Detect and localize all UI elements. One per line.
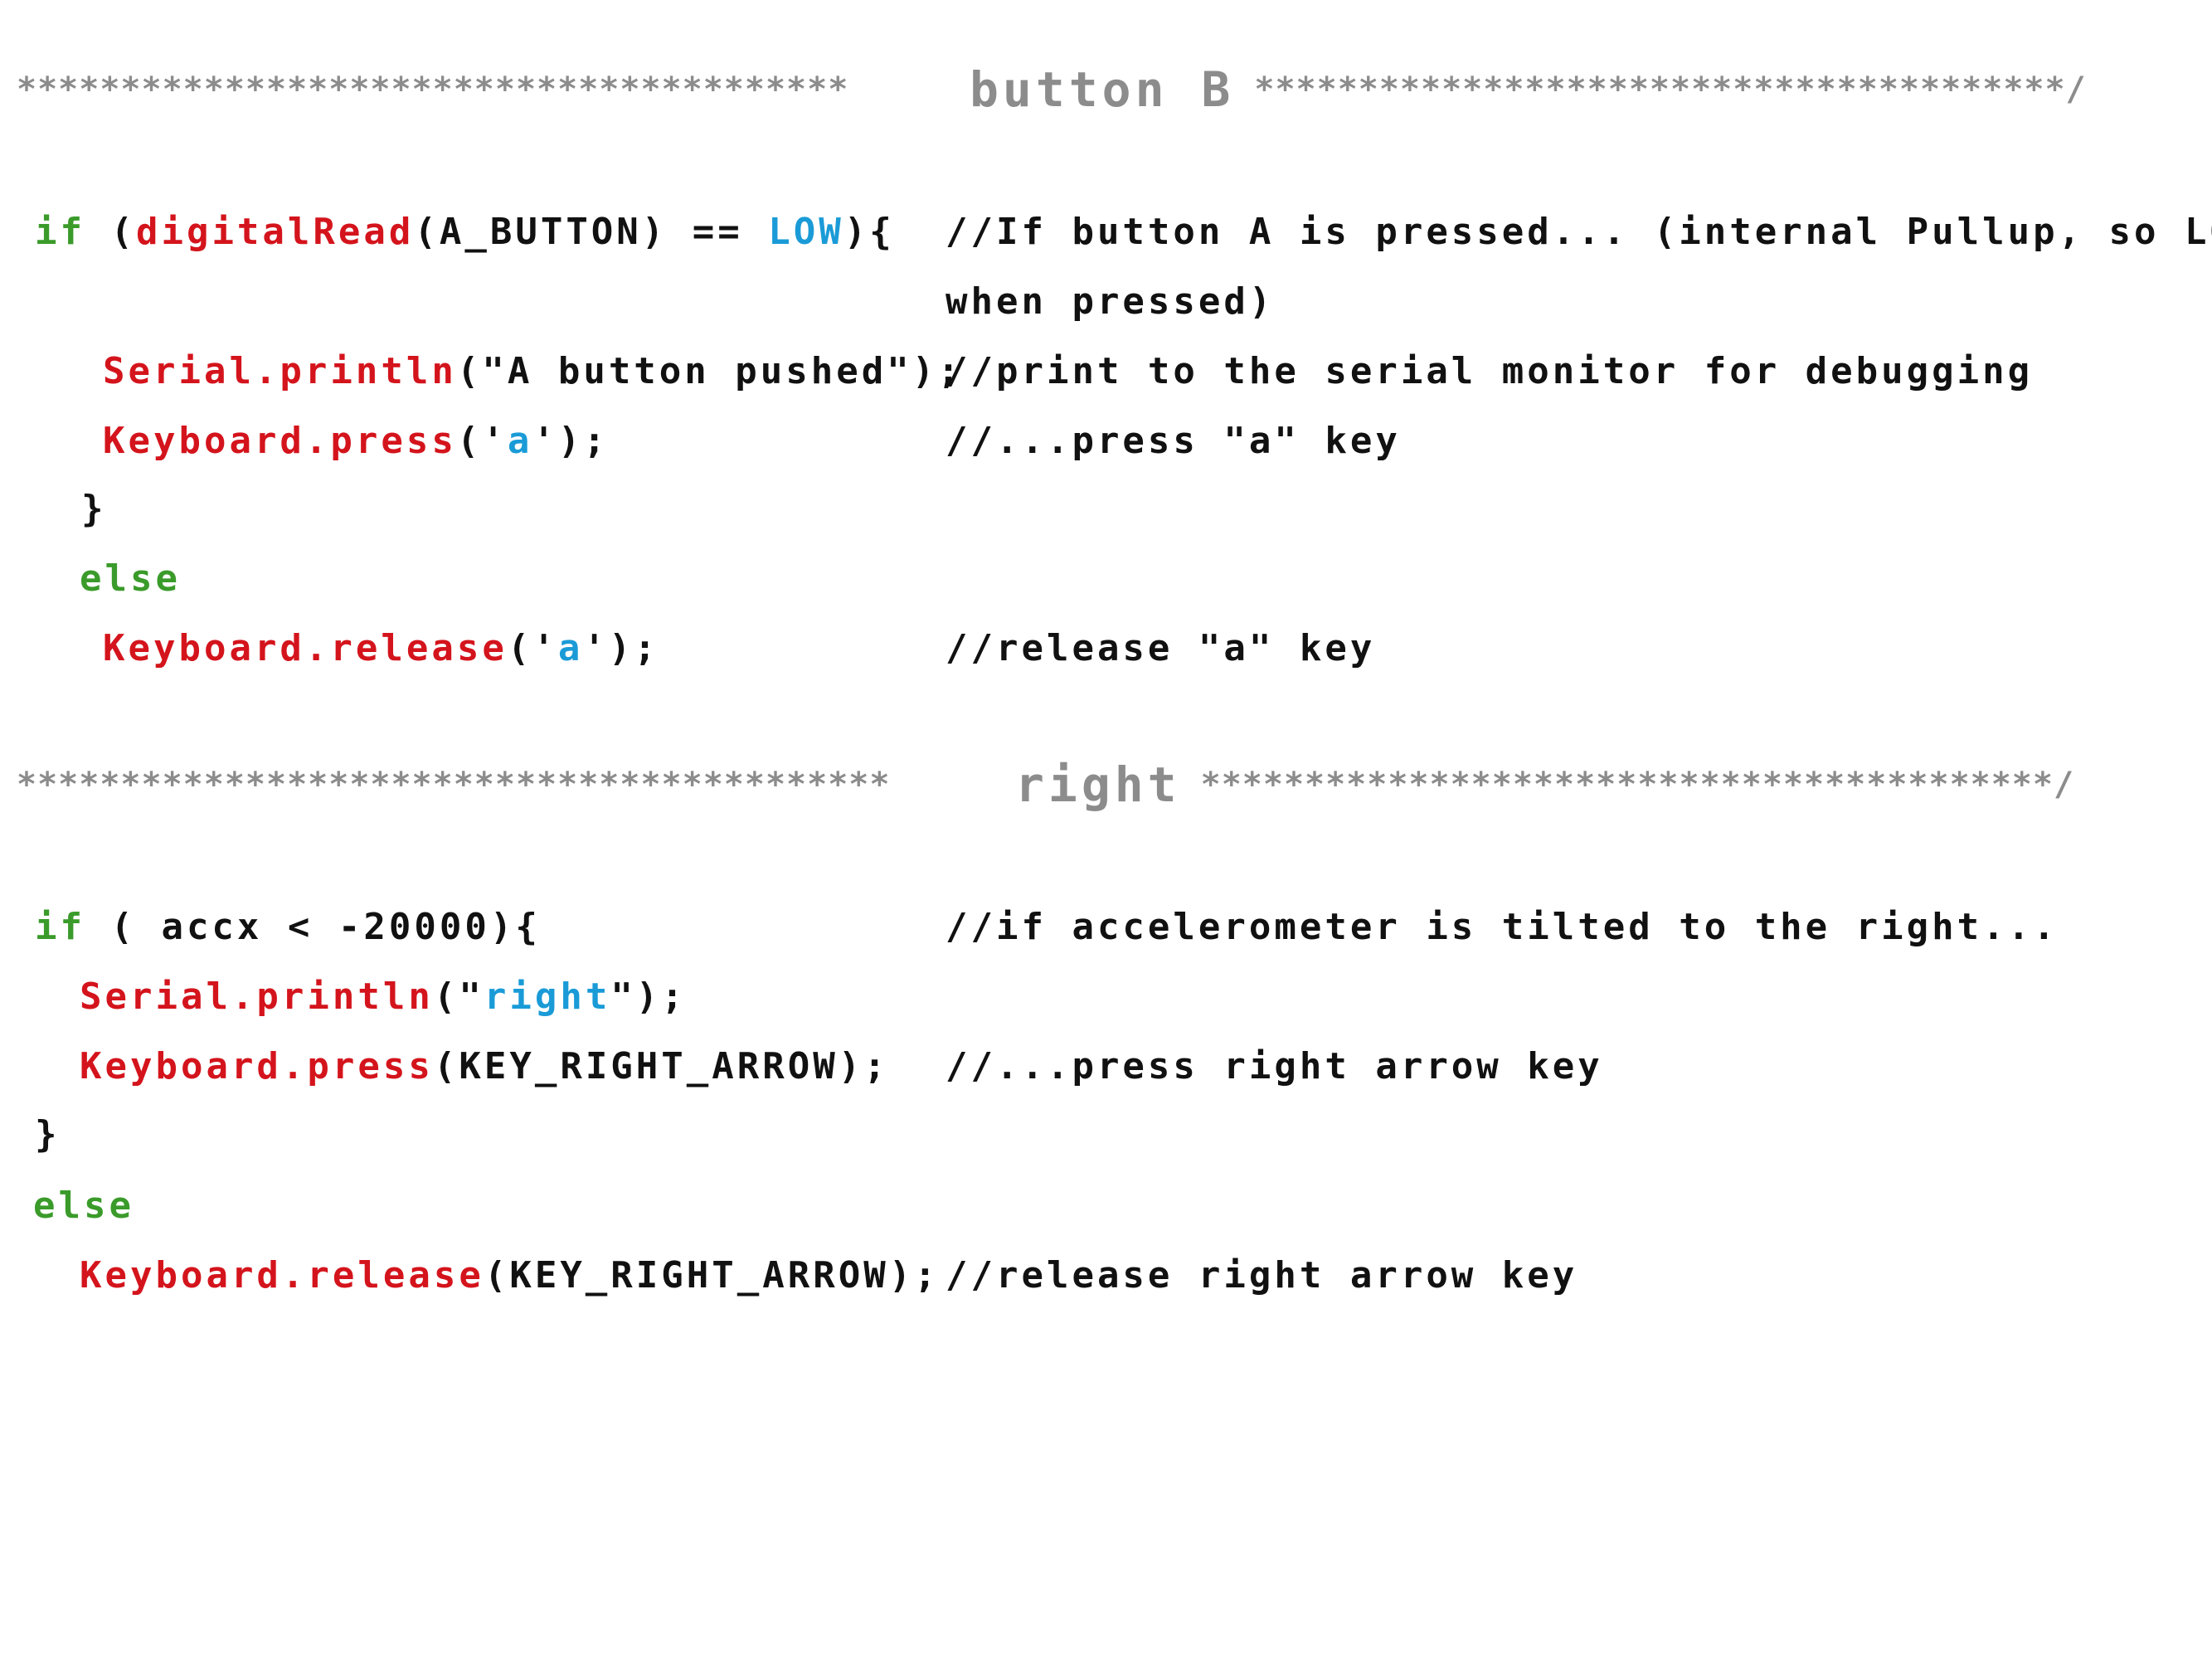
code-line: }	[81, 484, 107, 534]
text-token: ( accx < -20000){	[85, 906, 541, 948]
code-line: if ( accx < -20000){	[35, 902, 541, 952]
code-line: Keyboard.release(KEY_RIGHT_ARROW);	[80, 1251, 940, 1301]
code-comment: //...press right arrow key	[946, 1045, 1603, 1087]
divider-stars-left: ****************************************…	[17, 766, 891, 804]
brace-token: }	[81, 488, 107, 530]
code-line: if (digitalRead(A_BUTTON) == LOW){	[35, 207, 895, 257]
constant-token: a	[557, 627, 584, 669]
section-divider-right: ****************************************…	[17, 752, 2198, 818]
text-token: ");	[610, 975, 687, 1018]
text-token: ');	[583, 627, 659, 669]
function-token: Keyboard.release	[103, 627, 508, 669]
code-line: }	[35, 1110, 61, 1160]
brace-token: }	[35, 1113, 61, 1155]
text-token: ('	[456, 420, 508, 462]
constant-token: a	[507, 420, 533, 462]
keyword-token: if	[35, 906, 85, 948]
text-token: ("A button pushed");	[456, 350, 963, 392]
code-line: else	[80, 554, 181, 604]
code-comment: //If button A is pressed... (internal Pu…	[946, 211, 2212, 253]
keyword-token: if	[35, 211, 85, 253]
text-token: (KEY_RIGHT_ARROW);	[484, 1254, 940, 1297]
text-token: ){	[843, 211, 895, 253]
text-token: ');	[532, 420, 609, 462]
keyword-token: else	[80, 557, 181, 600]
function-token: Keyboard.press	[103, 420, 457, 462]
text-token: (	[85, 211, 136, 253]
text-token: (A_BUTTON) ==	[414, 211, 769, 253]
code-line: Keyboard.release('a');	[103, 624, 659, 674]
constant-token: LOW	[768, 211, 844, 253]
constant-token: right	[484, 975, 611, 1018]
keyword-token: else	[33, 1185, 134, 1227]
code-line: Keyboard.press('a');	[103, 416, 609, 466]
code-comment: when pressed)	[946, 280, 1275, 323]
section-title: right	[1015, 757, 1181, 813]
code-line: Serial.println("A button pushed");	[103, 347, 963, 397]
function-token: Keyboard.press	[80, 1045, 434, 1087]
text-token: (KEY_RIGHT_ARROW);	[433, 1045, 889, 1087]
code-comment: //print to the serial monitor for debugg…	[946, 350, 2034, 392]
code-line: Keyboard.press(KEY_RIGHT_ARROW);	[80, 1042, 889, 1092]
section-divider-button-b: ****************************************…	[17, 56, 2198, 123]
code-line: else	[33, 1181, 134, 1231]
code-comment: //...press "a" key	[946, 420, 1401, 462]
function-token: Serial.println	[103, 350, 457, 392]
code-comment: //release right arrow key	[946, 1254, 1578, 1297]
text-token: ("	[433, 975, 484, 1018]
divider-stars-right: ***************************************/	[1254, 71, 2087, 109]
code-comment: //release "a" key	[946, 627, 1376, 669]
section-title: button B	[970, 61, 1235, 118]
code-comment: //if accelerometer is tilted to the righ…	[946, 906, 2059, 948]
function-token: digitalRead	[135, 211, 415, 253]
function-token: Keyboard.release	[80, 1254, 484, 1297]
divider-stars-left: ****************************************	[17, 71, 849, 109]
function-token: Serial.println	[80, 975, 434, 1018]
code-line: Serial.println("right");	[80, 972, 687, 1022]
divider-stars-right: ****************************************…	[1200, 766, 2075, 804]
text-token: ('	[507, 627, 558, 669]
